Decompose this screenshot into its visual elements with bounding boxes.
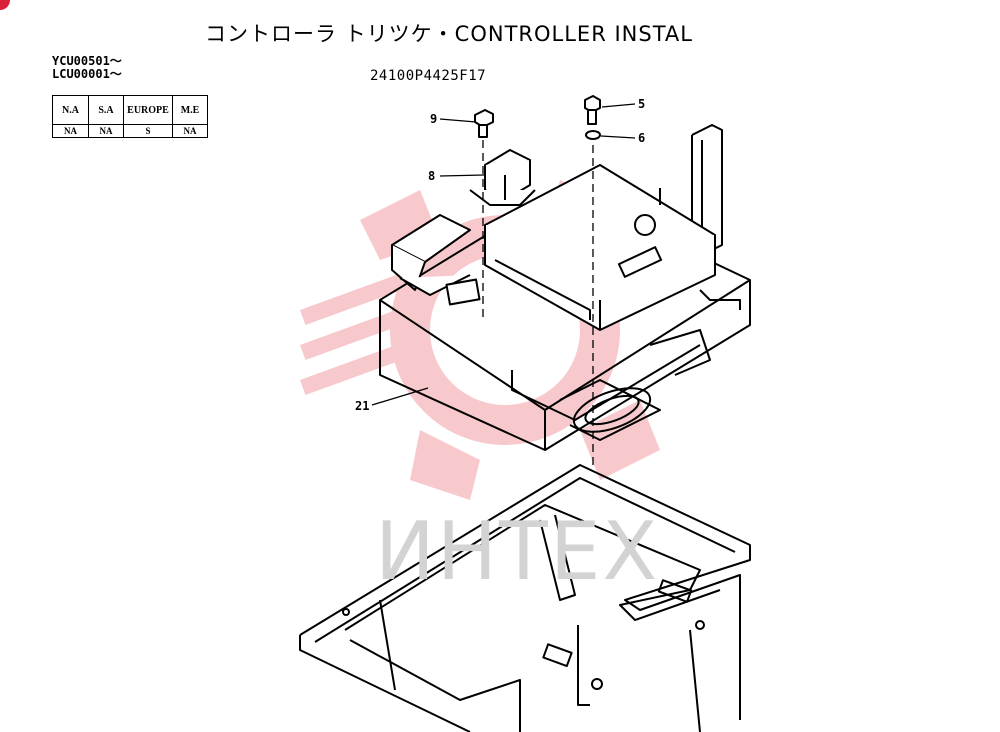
controller-unit — [484, 164, 716, 331]
region-value-row: NA NA S NA — [52, 124, 208, 138]
bolt-part-5 — [584, 95, 601, 125]
region-value-europe: S — [123, 124, 173, 138]
leader-8 — [439, 174, 485, 177]
callout-5: 5 — [638, 97, 646, 111]
diagram-title: コントローラ トリツケ・CONTROLLER INSTAL — [205, 22, 693, 46]
leader-21 — [371, 387, 429, 406]
region-value-me: NA — [172, 124, 208, 138]
watermark-text: ИНТЕХ — [375, 505, 660, 598]
connector-block — [391, 214, 481, 306]
bolt-part-9 — [474, 109, 494, 138]
leader-9 — [439, 118, 477, 123]
region-table: N.A S.A EUROPE M.E NA NA S NA — [52, 95, 208, 138]
corner-badge-icon — [0, 0, 10, 10]
washer-part-6 — [585, 130, 601, 140]
region-header-na: N.A — [52, 95, 89, 125]
part-number: 24100P4425F17 — [370, 68, 487, 84]
callout-21: 21 — [355, 399, 370, 413]
floor-frame — [299, 464, 751, 732]
serial-range-lcu: LCU00001～ — [52, 67, 122, 81]
callout-8: 8 — [428, 169, 436, 183]
callout-6: 6 — [638, 131, 646, 145]
serial-range-ycu: YCU00501～ — [52, 54, 122, 68]
relay-part-8 — [469, 149, 536, 206]
leader-6 — [600, 135, 636, 139]
leader-5 — [601, 103, 636, 108]
callout-9: 9 — [430, 112, 438, 126]
